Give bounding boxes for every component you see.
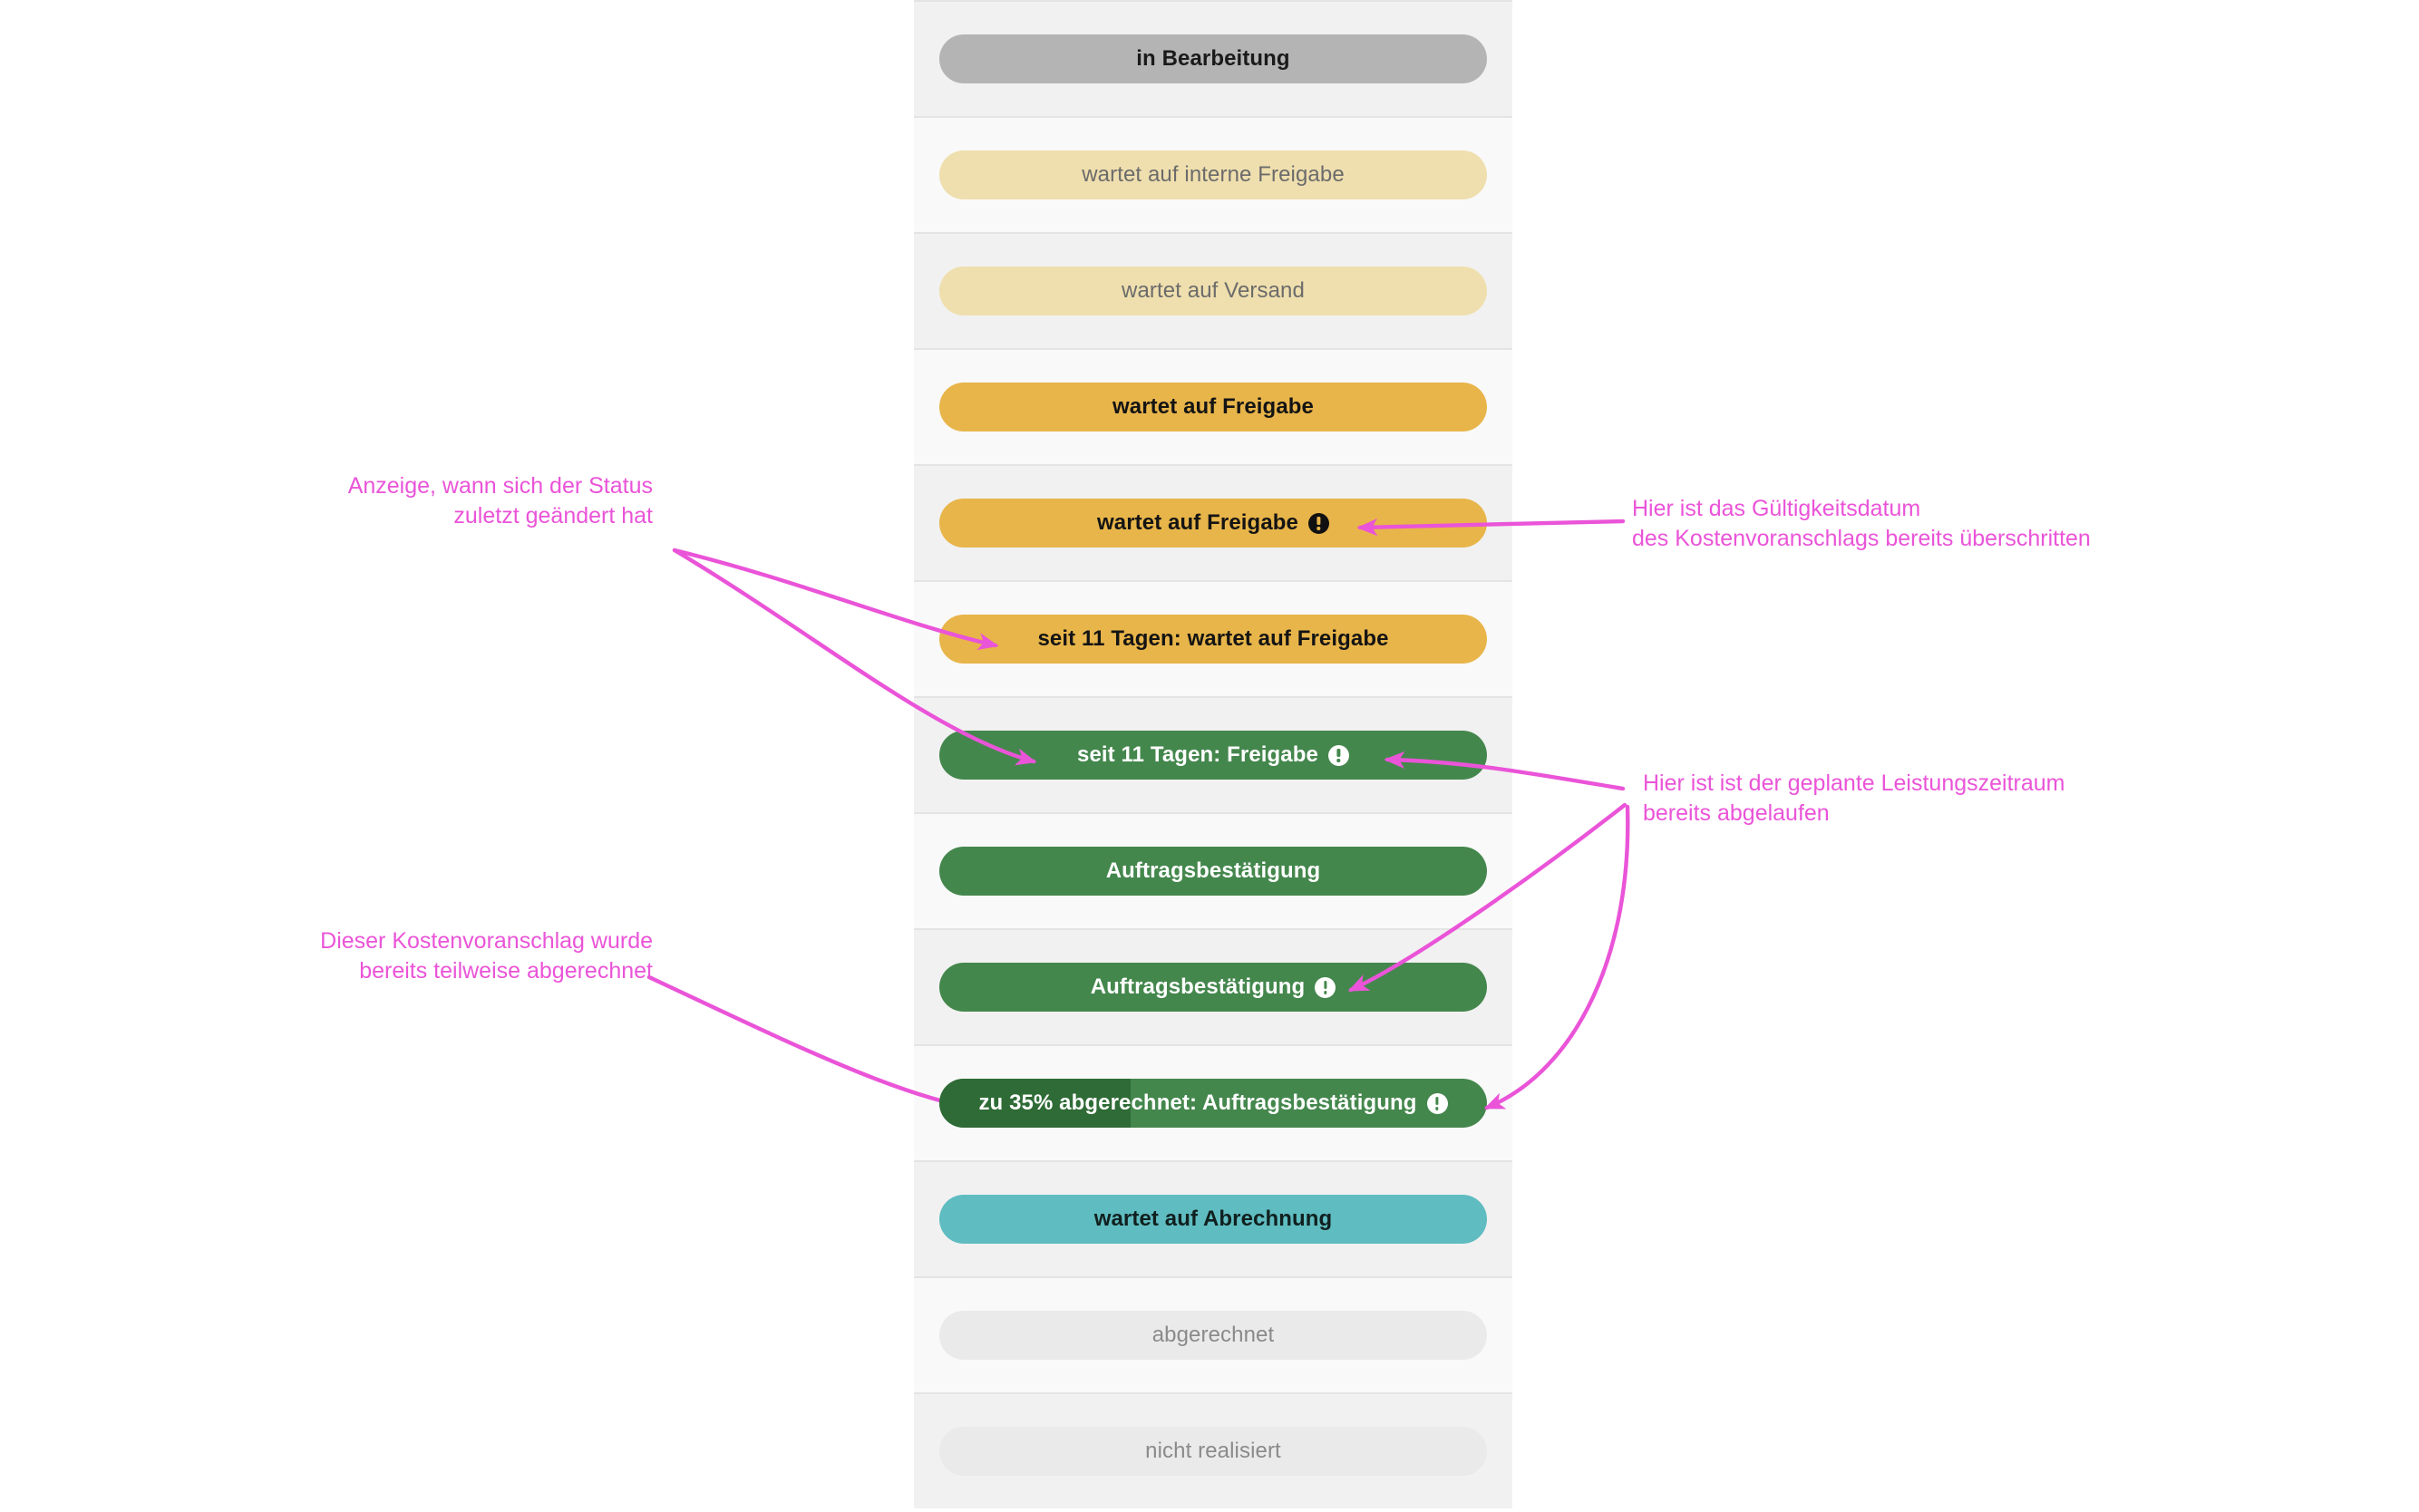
status-list: in Bearbeitung wartet auf interne Freigab…	[914, 0, 1512, 1512]
warning-icon[interactable]	[1315, 976, 1336, 998]
status-pill-label: wartet auf Versand	[1122, 278, 1305, 303]
status-pill-label: in Bearbeitung	[1136, 46, 1290, 71]
status-pill[interactable]: nicht realisiert	[939, 1427, 1487, 1476]
status-pill-label: seit 11 Tagen: wartet auf Freigabe	[1037, 626, 1389, 651]
status-pill[interactable]: wartet auf interne Freigabe	[939, 150, 1487, 199]
status-pill-label: Auftragsbestätigung	[1090, 974, 1306, 999]
status-row: abgerechnet	[914, 1276, 1512, 1392]
status-pill[interactable]: wartet auf Versand	[939, 267, 1487, 315]
annotation-partially-billed: Dieser Kostenvoranschlag wurde bereits t…	[320, 928, 653, 984]
status-pill[interactable]: wartet auf Freigabe	[939, 383, 1487, 431]
status-row: in Bearbeitung	[914, 0, 1512, 116]
status-row: seit 11 Tagen: wartet auf Freigabe	[914, 580, 1512, 696]
status-row: nicht realisiert	[914, 1392, 1512, 1508]
status-row: Auftragsbestätigung	[914, 812, 1512, 928]
status-row: zu 35% abgerechnet: Auftragsbestätigung	[914, 1044, 1512, 1160]
status-pill-label: nicht realisiert	[1145, 1439, 1281, 1463]
status-row: wartet auf Freigabe	[914, 348, 1512, 464]
warning-icon[interactable]	[1327, 744, 1349, 766]
status-pill-label: zu 35% abgerechnet: Auftragsbestätigung	[978, 1090, 1417, 1115]
status-pill[interactable]: seit 11 Tagen: Freigabe	[939, 731, 1487, 780]
status-row: seit 11 Tagen: Freigabe	[914, 696, 1512, 812]
status-pill[interactable]: seit 11 Tagen: wartet auf Freigabe	[939, 615, 1487, 664]
status-row: wartet auf Versand	[914, 232, 1512, 348]
status-pill[interactable]: wartet auf Freigabe	[939, 499, 1487, 548]
status-pill[interactable]: zu 35% abgerechnet: Auftragsbestätigung	[939, 1079, 1487, 1128]
status-pill[interactable]: in Bearbeitung	[939, 34, 1487, 83]
status-row: Auftragsbestätigung	[914, 928, 1512, 1044]
status-row: wartet auf Freigabe	[914, 464, 1512, 580]
annotation-validity-exceeded: Hier ist das Gültigkeitsdatum des Kosten…	[1632, 496, 2091, 552]
warning-icon[interactable]	[1307, 512, 1329, 534]
status-row: wartet auf Abrechnung	[914, 1160, 1512, 1276]
status-pill-label: wartet auf Abrechnung	[1093, 1207, 1333, 1231]
status-pill-label: wartet auf Freigabe	[1097, 510, 1298, 535]
status-pill-label: abgerechnet	[1151, 1323, 1275, 1347]
status-pill-label: wartet auf interne Freigabe	[1082, 162, 1345, 187]
status-pill[interactable]: Auftragsbestätigung	[939, 963, 1487, 1012]
status-pill-label: wartet auf Freigabe	[1112, 394, 1314, 419]
annotation-service-period: Hier ist ist der geplante Leistungszeitr…	[1643, 771, 2065, 827]
status-row: wartet auf interne Freigabe	[914, 116, 1512, 232]
status-pill[interactable]: wartet auf Abrechnung	[939, 1195, 1487, 1244]
status-pill[interactable]: Auftragsbestätigung	[939, 847, 1487, 896]
annotation-status-changed: Anzeige, wann sich der Status zuletzt ge…	[347, 473, 653, 529]
status-pill-label: Auftragsbestätigung	[1105, 858, 1321, 883]
status-pill-label: seit 11 Tagen: Freigabe	[1077, 742, 1318, 767]
status-pill[interactable]: abgerechnet	[939, 1311, 1487, 1360]
warning-icon[interactable]	[1426, 1092, 1448, 1114]
